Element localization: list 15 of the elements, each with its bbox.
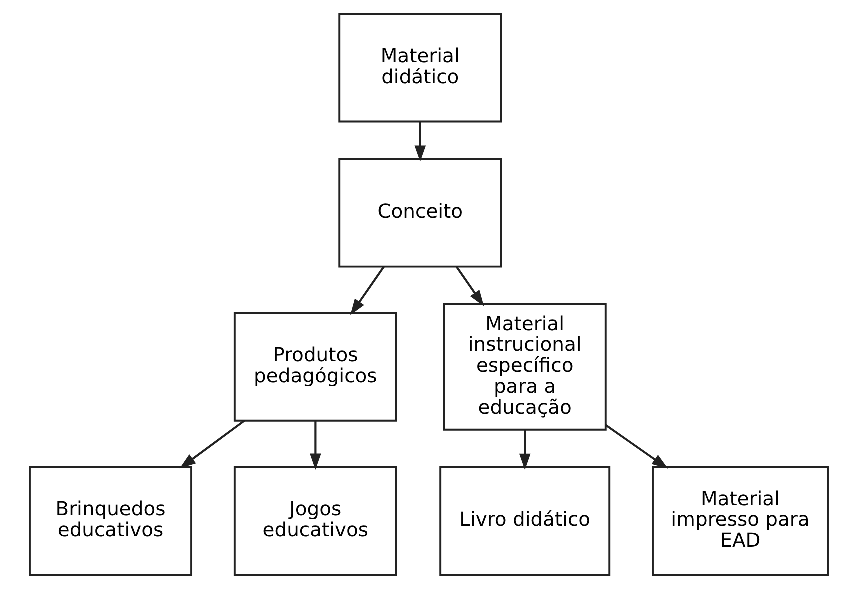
arrow: [519, 430, 531, 470]
arrow: [605, 424, 668, 469]
arrow: [414, 122, 426, 162]
arrow: [310, 420, 322, 470]
node-box: Material instrucional específico para a educação: [443, 303, 607, 431]
node-box: Produtos pedagógicos: [234, 312, 398, 422]
node-box: Jogos educativos: [234, 466, 398, 576]
node-box: Material didático: [338, 13, 502, 123]
node-box: Material impresso para EAD: [652, 466, 829, 576]
node-box: Brinquedos educativos: [29, 466, 192, 576]
node-box: Conceito: [338, 158, 502, 268]
arrow: [350, 266, 385, 316]
node-box: Livro didático: [440, 466, 611, 576]
arrow: [180, 420, 246, 469]
arrow: [456, 266, 484, 306]
